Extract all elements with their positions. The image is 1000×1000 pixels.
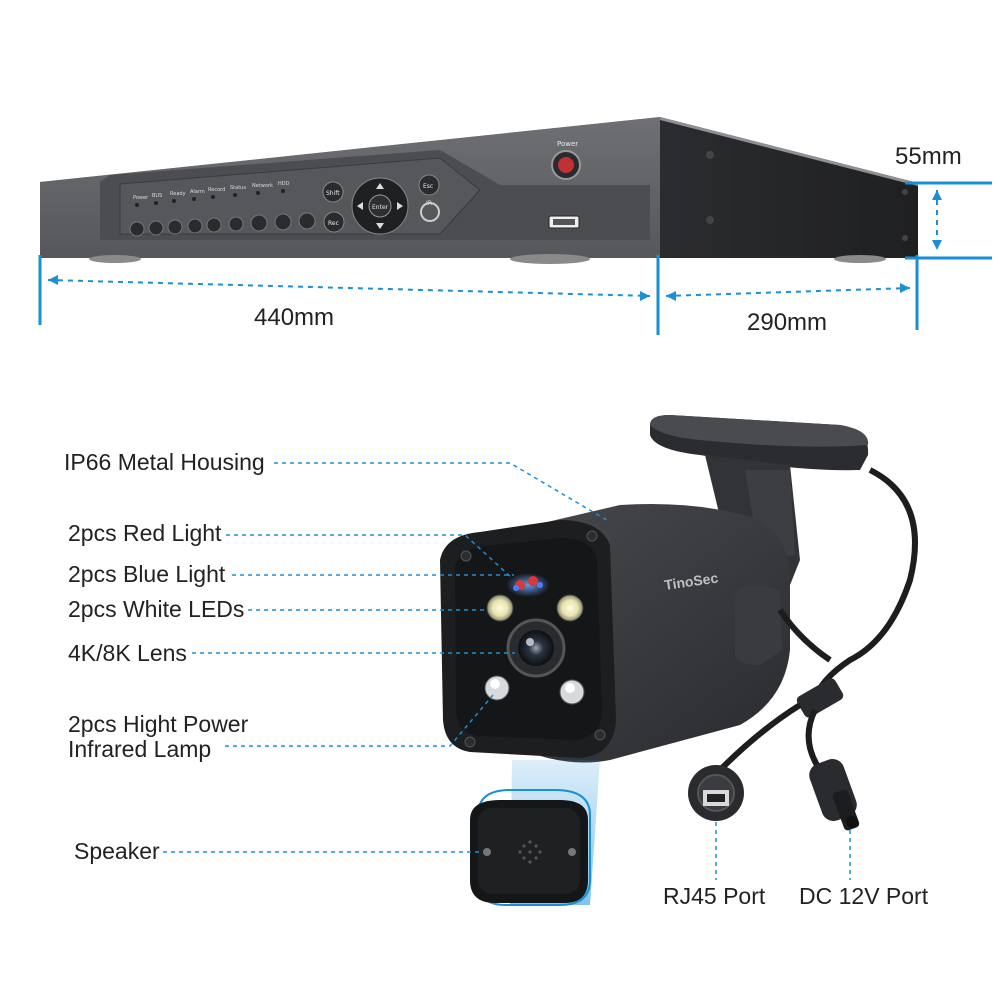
label-red-light: 2pcs Red Light bbox=[68, 520, 222, 546]
nvr-label-bus: BUS bbox=[152, 193, 162, 199]
bullet-camera: TinoSec bbox=[163, 415, 918, 906]
nvr-playback-buttons[interactable] bbox=[129, 212, 316, 237]
label-housing: IP66 Metal Housing bbox=[64, 449, 265, 475]
label-lens: 4K/8K Lens bbox=[68, 640, 187, 666]
nvr-enter-label: Enter bbox=[372, 204, 389, 211]
depth-dimension: 290mm bbox=[747, 309, 828, 336]
label-white-leds: 2pcs White LEDs bbox=[68, 596, 245, 622]
dc-connector bbox=[809, 759, 860, 831]
nvr-shift-label: Shift bbox=[326, 190, 340, 197]
dimension-lines bbox=[38, 181, 992, 335]
nvr-label-power: Power bbox=[133, 195, 149, 201]
nvr-rec-button[interactable] bbox=[323, 211, 345, 233]
nvr-recorder: Power BUS Ready Alarm Record Status Netw… bbox=[40, 117, 918, 264]
nvr-label-hdd: HDD bbox=[278, 181, 290, 187]
label-dc-port: DC 12V Port bbox=[799, 883, 929, 909]
nvr-label-record: Record bbox=[208, 187, 225, 193]
nvr-label-status: Status bbox=[230, 185, 246, 191]
camera-brand: TinoSec bbox=[663, 570, 719, 593]
nvr-label-alarm: Alarm bbox=[190, 189, 205, 195]
white-led-left bbox=[486, 594, 514, 622]
nvr-shift-button[interactable] bbox=[322, 181, 344, 203]
nvr-label-ready: Ready bbox=[170, 191, 186, 197]
nvr-rec-label: Rec bbox=[328, 220, 339, 227]
label-ir-line2: Infrared Lamp bbox=[68, 736, 212, 762]
label-blue-light: 2pcs Blue Light bbox=[68, 561, 226, 587]
nvr-power-label: Power bbox=[557, 140, 578, 148]
width-dimension: 440mm bbox=[254, 304, 335, 331]
nvr-label-network: Network bbox=[252, 183, 273, 189]
height-dimension: 55mm bbox=[895, 143, 962, 170]
nvr-esc-label: Esc bbox=[423, 183, 433, 190]
label-ir-line1: 2pcs Hight Power bbox=[68, 711, 249, 737]
callout-lines bbox=[163, 462, 851, 880]
label-rj45-port: RJ45 Port bbox=[663, 883, 766, 909]
speaker-inset bbox=[470, 800, 588, 903]
label-speaker: Speaker bbox=[74, 838, 160, 864]
rj45-connector bbox=[688, 765, 744, 821]
white-led-right bbox=[556, 594, 584, 622]
nvr-esc-button[interactable] bbox=[418, 174, 440, 196]
